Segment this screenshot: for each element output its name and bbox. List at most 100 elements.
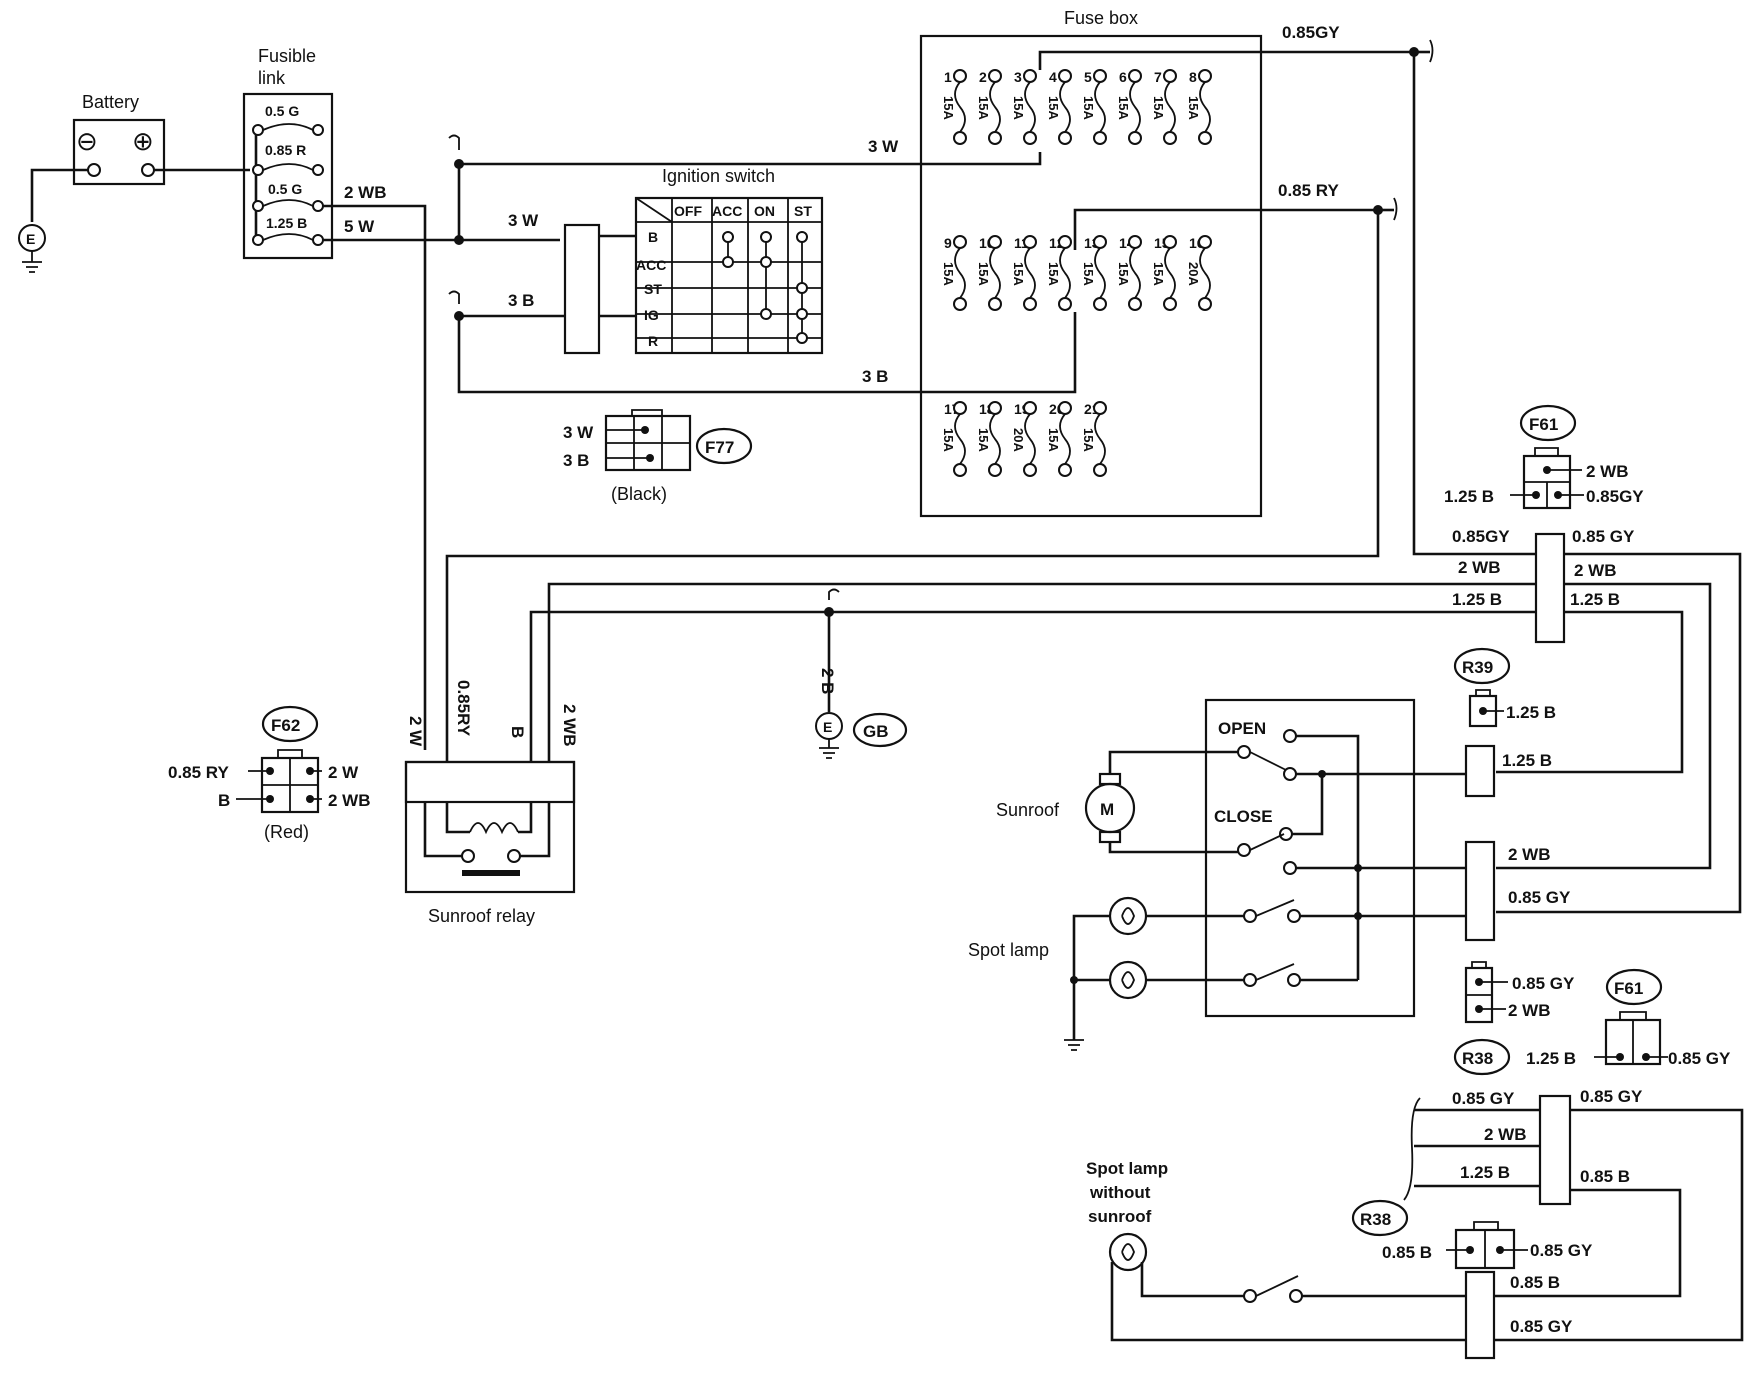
- svg-text:15A: 15A: [1081, 262, 1096, 286]
- fusible-link-1: 0.85 R: [252, 142, 324, 176]
- wire-085gy-fuse-out: [1038, 50, 1414, 70]
- wire-label-3b-ign: 3 B: [508, 291, 534, 310]
- svg-text:9: 9: [944, 235, 952, 251]
- svg-text:15A: 15A: [941, 262, 956, 286]
- connector-f61-upper: F61 2 WB 1.25 B 0.85GY: [1444, 404, 1644, 510]
- svg-text:1.25 B: 1.25 B: [1452, 590, 1502, 609]
- svg-text:ST: ST: [794, 203, 812, 219]
- inline-connector-upper: 0.85GY 0.85 GY 2 WB 2 WB 1.25 B 1.25 B: [1452, 527, 1742, 914]
- svg-text:2 WB: 2 WB: [1586, 462, 1629, 481]
- svg-text:4: 4: [1049, 69, 1057, 85]
- svg-text:15A: 15A: [1081, 96, 1096, 120]
- fusible-link-0: 0.5 G: [252, 103, 324, 136]
- svg-text:1: 1: [944, 69, 952, 85]
- svg-text:0.85 B: 0.85 B: [1510, 1273, 1560, 1292]
- sunroof-label: Sunroof: [996, 800, 1060, 820]
- inline-connector-bottom: 0.85 B 0.85 GY: [1464, 1270, 1573, 1360]
- inline-connector-lower: 0.85 GY 0.85 GY 2 WB 1.25 B 0.85 B: [1403, 1087, 1744, 1342]
- svg-text:20A: 20A: [1011, 428, 1026, 452]
- wire-label-2b: 2 B: [818, 668, 837, 694]
- fuse-2: 2 15A: [976, 69, 1002, 145]
- wire-label-2wb-fusible: 2 WB: [344, 183, 387, 202]
- svg-text:15A: 15A: [1011, 262, 1026, 286]
- svg-text:15A: 15A: [1081, 428, 1096, 452]
- svg-text:0.85 GY: 0.85 GY: [1510, 1317, 1573, 1336]
- spot-lamp-wo-label-3: sunroof: [1088, 1207, 1152, 1226]
- fuse-list: 115A215A315A415A515A615A715A815A915A1015…: [941, 69, 1212, 477]
- svg-text:20A: 20A: [1186, 262, 1201, 286]
- connector-r38-lower: R38 0.85 B 0.85 GY: [1351, 1199, 1593, 1270]
- gb-badge: GB: [863, 722, 889, 741]
- f77-badge: F77: [705, 438, 734, 457]
- svg-text:0.85 GY: 0.85 GY: [1508, 888, 1571, 907]
- svg-text:0.85 R: 0.85 R: [265, 142, 306, 158]
- fuse-5: 5 15A: [1081, 69, 1107, 145]
- f77-pin-3w: 3 W: [563, 423, 594, 442]
- svg-text:15A: 15A: [1151, 96, 1166, 120]
- spot-lamp-wo-label-2: without: [1089, 1183, 1151, 1202]
- svg-text:15A: 15A: [1186, 96, 1201, 120]
- svg-text:1.25 B: 1.25 B: [1506, 703, 1556, 722]
- svg-text:0.5 G: 0.5 G: [268, 181, 302, 197]
- f77-pin-3b: 3 B: [563, 451, 589, 470]
- svg-text:15A: 15A: [976, 428, 991, 452]
- svg-text:5: 5: [1084, 69, 1092, 85]
- svg-text:15A: 15A: [1011, 96, 1026, 120]
- svg-text:6: 6: [1119, 69, 1127, 85]
- svg-text:1.25 B: 1.25 B: [1570, 590, 1620, 609]
- svg-text:0.85 GY: 0.85 GY: [1572, 527, 1635, 546]
- wire-b-to-relay: [529, 610, 1536, 762]
- sunroof-relay-label: Sunroof relay: [428, 906, 535, 926]
- fusible-link: Fusible link 0.5 G 0.85 R 0.5 G 1.25 B: [242, 46, 334, 260]
- wire-label-085ry-top: 0.85 RY: [1278, 181, 1339, 200]
- svg-text:1.25 B: 1.25 B: [1460, 1163, 1510, 1182]
- wire-label-085gy-top: 0.85GY: [1282, 23, 1340, 42]
- svg-text:15A: 15A: [976, 96, 991, 120]
- battery: Battery ⊖ ⊕: [72, 92, 166, 186]
- r39-badge: R39: [1462, 658, 1493, 677]
- inline-connector-r39: 1.25 B: [1464, 744, 1552, 798]
- fusible-link-3: 1.25 B: [252, 215, 324, 246]
- svg-text:0.85RY: 0.85RY: [454, 680, 473, 737]
- fuse-9: 9 15A: [941, 235, 967, 311]
- wire-label-3b-bottom: 3 B: [862, 367, 888, 386]
- wire-2wb-fusible-to-relay: [323, 204, 427, 750]
- connector-r38-upper: 0.85 GY 2 WB R38: [1453, 961, 1575, 1076]
- f77-color: (Black): [611, 484, 667, 504]
- svg-text:0.85 GY: 0.85 GY: [1530, 1241, 1593, 1260]
- svg-text:IG: IG: [644, 307, 659, 323]
- svg-text:15A: 15A: [1116, 262, 1131, 286]
- svg-text:R: R: [648, 333, 658, 349]
- svg-text:7: 7: [1154, 69, 1162, 85]
- svg-text:E: E: [823, 719, 832, 735]
- sunroof-motor: Sunroof M: [996, 750, 1238, 854]
- f61-badge-upper: F61: [1529, 415, 1558, 434]
- svg-text:ACC: ACC: [636, 257, 666, 273]
- inline-connector-switch: 2 WB 0.85 GY: [1464, 840, 1571, 942]
- svg-text:2: 2: [979, 69, 987, 85]
- svg-text:8: 8: [1189, 69, 1197, 85]
- svg-text:B: B: [218, 791, 230, 810]
- svg-text:0.5 G: 0.5 G: [265, 103, 299, 119]
- svg-text:1.25 B: 1.25 B: [1526, 1049, 1576, 1068]
- ignition-switch: Ignition switch OFF ACC ON ST B ACC ST I…: [563, 166, 824, 355]
- svg-text:2 WB: 2 WB: [1484, 1125, 1527, 1144]
- svg-text:2 WB: 2 WB: [1508, 845, 1551, 864]
- svg-text:ON: ON: [754, 203, 775, 219]
- svg-text:1.25 B: 1.25 B: [1502, 751, 1552, 770]
- svg-text:2 WB: 2 WB: [560, 704, 579, 747]
- fusible-link-label-1: Fusible: [258, 46, 316, 66]
- f62-badge: F62: [271, 716, 300, 735]
- svg-text:15A: 15A: [941, 428, 956, 452]
- svg-text:0.85 GY: 0.85 GY: [1668, 1049, 1731, 1068]
